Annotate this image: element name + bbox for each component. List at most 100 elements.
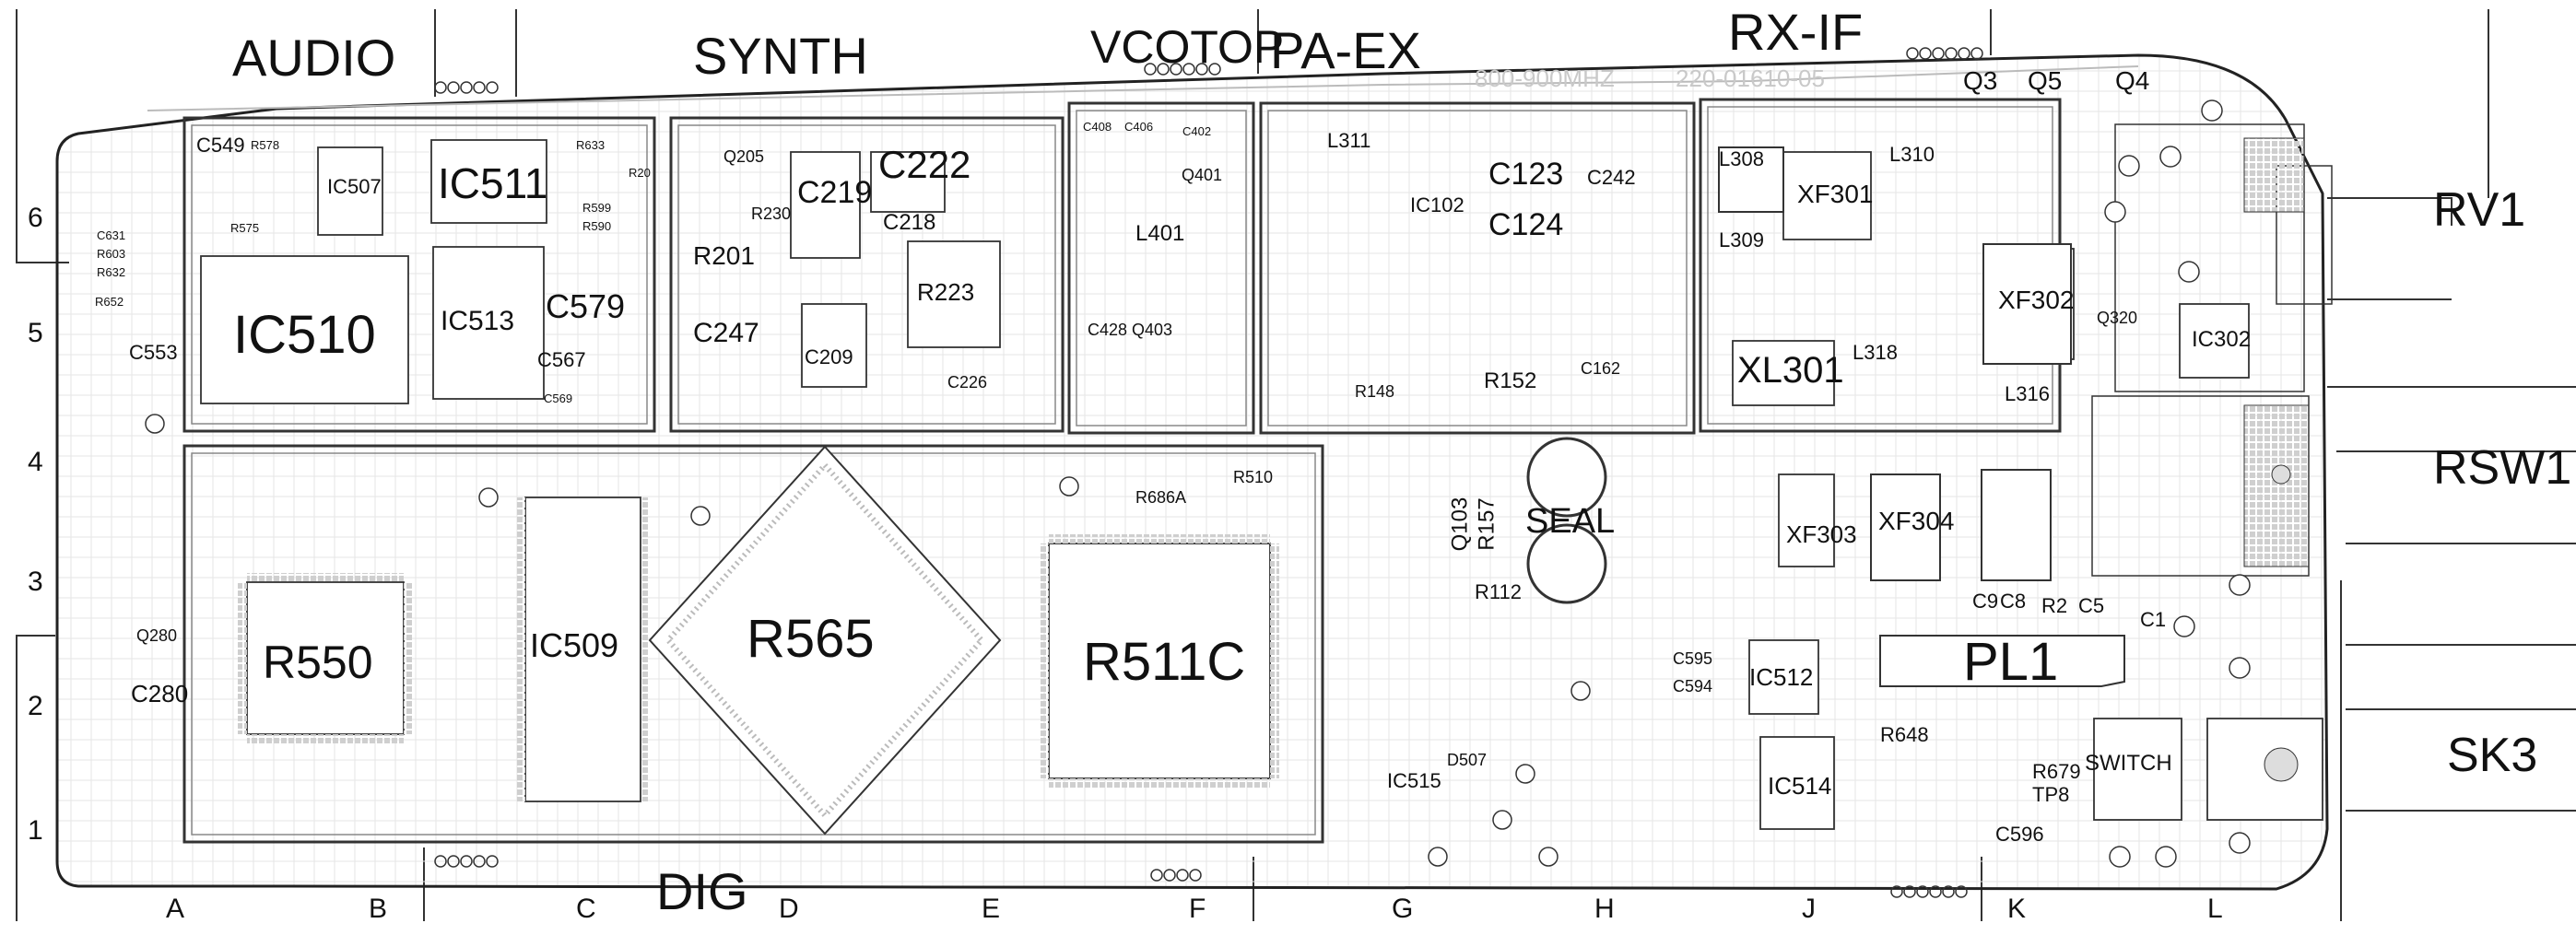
component-label: C219 bbox=[797, 175, 873, 210]
component-label: R152 bbox=[1484, 368, 1537, 393]
component-label: R565 bbox=[747, 609, 875, 669]
component-label: TP8 bbox=[2032, 783, 2070, 806]
component-label: R633 bbox=[576, 138, 606, 152]
seal-label: SEAL bbox=[1525, 502, 1616, 541]
section-label-dig: DIG bbox=[656, 862, 748, 920]
component-label: Q401 bbox=[1182, 166, 1223, 184]
component-label: IC302 bbox=[2192, 327, 2252, 352]
component-label: IC514 bbox=[1768, 772, 1832, 800]
grid-column-label: J bbox=[1802, 894, 1816, 924]
component-label: XF304 bbox=[1878, 507, 1955, 535]
component-label: C406 bbox=[1124, 120, 1154, 134]
component-label: R201 bbox=[693, 241, 755, 270]
component-label: Q205 bbox=[723, 147, 765, 166]
component-label: L308 bbox=[1719, 147, 1764, 170]
component-label: R590 bbox=[582, 219, 612, 233]
component-label: C549 bbox=[196, 134, 245, 157]
grid-column-label: L bbox=[2207, 894, 2223, 924]
component-label: R157 bbox=[1474, 497, 1500, 551]
connector-label-rsw1: RSW1 bbox=[2433, 441, 2572, 495]
component-label: Q280 bbox=[136, 626, 178, 645]
component-label: R550 bbox=[263, 637, 373, 688]
component-label: XF301 bbox=[1797, 180, 1874, 208]
component-label: Q103 bbox=[1447, 497, 1473, 552]
component-label: R223 bbox=[917, 278, 975, 306]
component-label: Q3 bbox=[1963, 66, 1998, 95]
component-label: R230 bbox=[751, 205, 792, 223]
component-label: XF303 bbox=[1786, 520, 1857, 548]
component-label: C1 bbox=[2140, 608, 2167, 631]
component-label: IC513 bbox=[441, 306, 515, 336]
component-label: R648 bbox=[1880, 723, 1929, 746]
grid-row-label: 2 bbox=[28, 691, 43, 721]
component-label: R578 bbox=[251, 138, 280, 152]
component-label: C402 bbox=[1182, 124, 1212, 138]
grid-row-label: 5 bbox=[28, 318, 43, 348]
switch-label: SWITCH bbox=[2085, 751, 2172, 776]
component-label: C595 bbox=[1673, 649, 1713, 668]
connector-label-sk3: SK3 bbox=[2447, 729, 2538, 782]
component-label: IC510 bbox=[233, 305, 376, 365]
component-label: C408 bbox=[1083, 120, 1112, 134]
section-label-pa-ex: PA-EX bbox=[1270, 21, 1421, 79]
component-label: R652 bbox=[95, 295, 124, 309]
component-label: R2 bbox=[2041, 594, 2068, 617]
component-label: C594 bbox=[1673, 677, 1713, 695]
component-label: L316 bbox=[2005, 382, 2050, 405]
component-label: Q5 bbox=[2028, 66, 2063, 95]
component-label: C222 bbox=[878, 143, 971, 186]
board-part-number-silk: 220-01610-05 bbox=[1676, 64, 1825, 92]
component-label: C242 bbox=[1587, 166, 1636, 189]
component-label: R148 bbox=[1355, 382, 1395, 401]
component-label: XL301 bbox=[1737, 350, 1844, 391]
component-label: C569 bbox=[544, 392, 573, 405]
component-label: R112 bbox=[1475, 580, 1522, 603]
component-label: C218 bbox=[883, 210, 936, 235]
board-frequency-silk: 800-900MHZ bbox=[1475, 64, 1615, 92]
section-label-vcotop: VCOTOP bbox=[1090, 21, 1285, 73]
component-label: C5 bbox=[2078, 594, 2105, 617]
component-label: R510 bbox=[1233, 468, 1274, 486]
grid-column-label: A bbox=[166, 894, 185, 924]
component-label: R599 bbox=[582, 201, 612, 215]
component-label: L318 bbox=[1853, 341, 1898, 364]
component-label: C247 bbox=[693, 318, 759, 348]
component-label: C209 bbox=[805, 345, 853, 368]
component-label: R575 bbox=[230, 221, 260, 235]
grid-row-label: 1 bbox=[28, 815, 43, 846]
grid-column-label: E bbox=[982, 894, 1001, 924]
section-label-audio: AUDIO bbox=[232, 29, 396, 87]
component-label: R686A bbox=[1135, 488, 1187, 507]
connector-label-rv1: RV1 bbox=[2433, 183, 2526, 237]
component-label: Q4 bbox=[2115, 66, 2150, 95]
component-label: IC511 bbox=[438, 159, 548, 207]
component-label: R511C bbox=[1083, 632, 1246, 692]
component-label: L401 bbox=[1135, 221, 1185, 246]
component-label: C226 bbox=[947, 373, 988, 392]
grid-row-label: 3 bbox=[28, 567, 43, 597]
component-label: L309 bbox=[1719, 228, 1764, 251]
component-label: C596 bbox=[1995, 823, 2044, 846]
component-label: C9 bbox=[1972, 590, 1999, 613]
component-label: D507 bbox=[1447, 751, 1488, 769]
component-label: C579 bbox=[546, 287, 626, 325]
grid-column-label: C bbox=[576, 894, 596, 924]
component-label: C280 bbox=[131, 680, 189, 707]
component-label: C8 bbox=[2000, 590, 2027, 613]
component-label: IC512 bbox=[1749, 663, 1814, 691]
grid-column-label: B bbox=[369, 894, 388, 924]
component-label: IC515 bbox=[1387, 769, 1441, 792]
component-label: L311 bbox=[1327, 129, 1371, 152]
component-label: R20 bbox=[629, 166, 651, 180]
component-label: Q403 bbox=[1132, 321, 1173, 339]
grid-row-label: 6 bbox=[28, 203, 43, 233]
component-label: R679 bbox=[2032, 760, 2081, 783]
section-label-synth: SYNTH bbox=[693, 27, 868, 85]
grid-row-label: 4 bbox=[28, 447, 43, 477]
component-label: R603 bbox=[97, 247, 126, 261]
component-label: R632 bbox=[97, 265, 126, 279]
component-label: C123 bbox=[1488, 157, 1564, 192]
component-label: C124 bbox=[1488, 207, 1564, 242]
